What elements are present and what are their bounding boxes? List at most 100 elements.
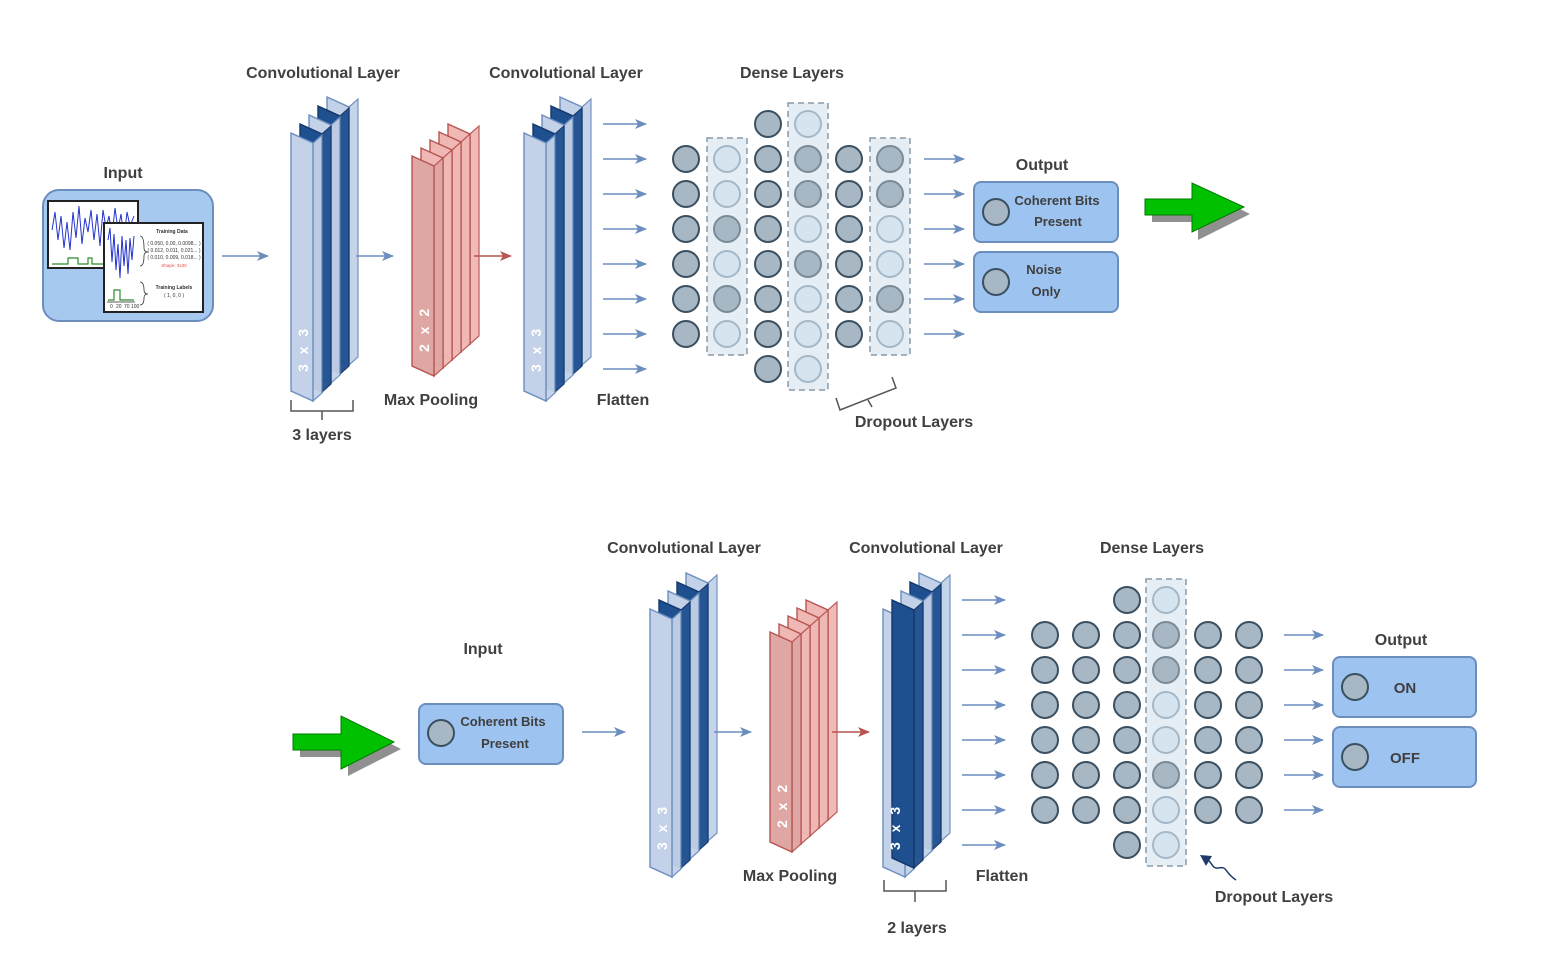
dense-column — [672, 145, 700, 348]
neuron-icon — [1235, 691, 1263, 719]
neuron-icon — [835, 250, 863, 278]
neuron-icon — [754, 215, 782, 243]
output-box-on — [1332, 656, 1477, 718]
dense-column — [1194, 621, 1222, 824]
svg-text:( 0.050, 0.00, 0.0098... ): ( 0.050, 0.00, 0.0098... ) — [147, 241, 201, 247]
svg-text:( 1, 0, 0 ): ( 1, 0, 0 ) — [164, 293, 184, 299]
top-pipeline: Input 0 20 70 100 Training Data ( 0.050,… — [42, 65, 1250, 444]
layer-bracket — [290, 400, 354, 420]
top-conv1-label: Convolutional Layer — [246, 65, 400, 82]
neuron-icon — [1235, 621, 1263, 649]
slab-side — [689, 591, 700, 861]
neuron-icon — [876, 320, 904, 348]
output-box-coherent — [973, 181, 1119, 243]
svg-text:Training Labels: Training Labels — [156, 285, 193, 291]
neuron-icon — [982, 268, 1010, 296]
neuron-icon — [1235, 656, 1263, 684]
bottom-output: Output ON OFF — [1332, 632, 1477, 788]
slab-side — [809, 616, 820, 838]
slab-side — [442, 148, 453, 370]
top-pool: 2 x 2 Max Pooling — [384, 122, 480, 409]
conv-slab-front — [523, 131, 556, 403]
dense-column — [1235, 621, 1263, 824]
neuron-icon — [982, 198, 1010, 226]
dropout-pointer — [1205, 857, 1237, 881]
bottom-conv1: Convolutional Layer 3 x 3 — [607, 540, 761, 879]
pool-slab-front — [769, 630, 802, 854]
training-card — [103, 222, 204, 313]
svg-text:Only: Only — [1032, 284, 1062, 299]
neuron-icon — [1072, 621, 1100, 649]
neuron-icon — [835, 145, 863, 173]
neuron-icon — [1072, 656, 1100, 684]
top-conv1-count: 3 layers — [292, 427, 352, 444]
slab-side — [581, 97, 592, 367]
neuron-icon — [713, 180, 741, 208]
slab-side — [460, 132, 471, 354]
output-box-noise — [973, 251, 1119, 313]
slab-side — [922, 591, 933, 861]
conv-slab-front — [290, 131, 323, 403]
slab-side — [321, 124, 332, 394]
layer-bracket — [883, 880, 947, 902]
svg-text:Training Data: Training Data — [156, 229, 188, 235]
bottom-pool-kernel: 2 x 2 — [774, 782, 790, 828]
slab-side — [563, 115, 574, 385]
slab-side — [671, 609, 682, 879]
svg-text:Present: Present — [1034, 214, 1082, 229]
neuron-icon — [794, 145, 822, 173]
neuron-icon — [754, 110, 782, 138]
neuron-icon — [1031, 621, 1059, 649]
top-output: Output Coherent Bits Present Noise Only — [973, 157, 1119, 313]
neuron-icon — [1113, 621, 1141, 649]
neuron-icon — [794, 285, 822, 313]
bottom-input-label: Input — [463, 641, 503, 658]
neuron-icon — [1194, 621, 1222, 649]
neuron-icon — [713, 215, 741, 243]
neuron-icon — [754, 285, 782, 313]
top-conv2-label: Convolutional Layer — [489, 65, 643, 82]
slab-side — [312, 133, 323, 403]
neuron-icon — [794, 110, 822, 138]
bottom-conv2: Convolutional Layer 3 x 3 2 layers — [849, 540, 1003, 937]
slab-face — [891, 598, 915, 870]
dropout-bracket — [835, 376, 897, 411]
output-box-off — [1332, 726, 1477, 788]
slab-side — [931, 582, 942, 852]
slab-side — [554, 124, 565, 394]
neuron-icon — [794, 320, 822, 348]
slab-face — [649, 607, 673, 879]
bottom-pool-label: Max Pooling — [743, 868, 837, 885]
neuron-icon — [1031, 726, 1059, 754]
slab-face — [523, 131, 547, 403]
top-dense-label: Dense Layers — [740, 65, 844, 82]
top-output-arrows — [924, 154, 965, 339]
slab-side — [791, 632, 802, 854]
neuron-icon — [835, 180, 863, 208]
conv-slab — [891, 598, 924, 870]
svg-text:( 0.012, 0.011, 0.021... ): ( 0.012, 0.011, 0.021... ) — [148, 248, 201, 254]
svg-text:100: 100 — [131, 304, 140, 310]
slab-side — [680, 600, 691, 870]
neuron-icon — [1113, 761, 1141, 789]
top-conv1-kernel: 3 x 3 — [295, 326, 311, 372]
neuron-icon — [1113, 656, 1141, 684]
neuron-icon — [1152, 621, 1180, 649]
bottom-flatten-label: Flatten — [976, 868, 1028, 885]
slab-face — [290, 131, 314, 403]
slab-side — [698, 582, 709, 852]
slab-side — [818, 608, 829, 830]
svg-text:Coherent Bits: Coherent Bits — [460, 714, 545, 729]
top-conv1: Convolutional Layer 3 x 3 3 layers — [246, 65, 400, 444]
bottom-conv1-label: Convolutional Layer — [607, 540, 761, 557]
slab-side — [348, 97, 359, 367]
dense-column — [754, 110, 782, 383]
top-output-label: Output — [1016, 157, 1069, 174]
neuron-icon — [713, 320, 741, 348]
svg-text:Noise: Noise — [1026, 262, 1061, 277]
neuron-icon — [672, 180, 700, 208]
conv-slab-front — [649, 607, 682, 879]
dense-column — [835, 145, 863, 348]
top-pool-label: Max Pooling — [384, 392, 478, 409]
slab-side — [339, 106, 350, 376]
